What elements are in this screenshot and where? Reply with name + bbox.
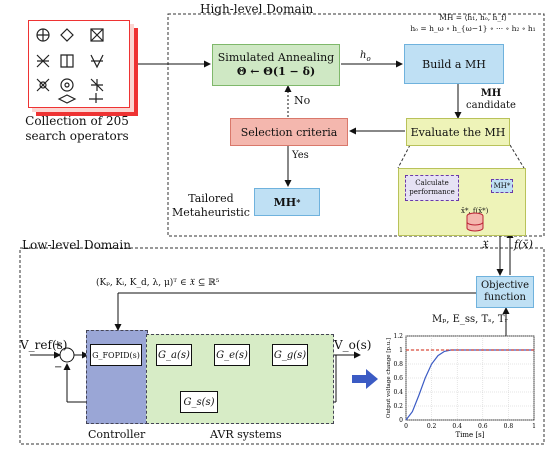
operators-icons <box>36 28 104 104</box>
operators-card-stack <box>28 20 130 108</box>
sa-line1: Simulated Annealing <box>217 51 335 64</box>
candidate-line1: MH <box>480 88 502 99</box>
h-o-letter: h <box>360 50 367 61</box>
y-tick-label: 0.2 <box>393 403 403 410</box>
params-label: (Kₚ, Kᵢ, K_d, λ, μ)ᵀ ∈ 𝔛 ⊆ ℝ⁵ <box>96 278 220 288</box>
x-tick-label: 0 <box>404 423 408 430</box>
objective-function-box: Objective function <box>476 276 534 308</box>
operator-icon <box>60 28 74 42</box>
operator-icon <box>36 54 50 68</box>
high-level-frame <box>167 13 545 237</box>
set-x-label: 𝔛 <box>482 238 489 251</box>
database-icon <box>466 212 484 232</box>
operator-icon <box>90 54 104 69</box>
y-tick-label: 0 <box>399 417 403 424</box>
x-tick-label: 1 <box>532 423 536 430</box>
g-g-block: G_g(s) <box>272 344 308 366</box>
avr-label: AVR systems <box>210 428 282 441</box>
operator-icon <box>60 54 74 68</box>
objective-line2: function <box>484 292 526 303</box>
operators-caption-line1: Collection of 205 <box>25 114 129 128</box>
mh-star-sub: * <box>296 197 301 207</box>
y-tick-label: 0.6 <box>393 375 403 382</box>
low-level-title: Low-level Domain <box>22 238 131 252</box>
mh-star-box: MH* <box>254 188 320 216</box>
y-tick-label: 0.4 <box>393 389 403 396</box>
f-x-label: f(x̄) <box>514 238 533 251</box>
operator-icon <box>60 78 74 92</box>
operator-icon <box>90 78 104 92</box>
plus-sign: + <box>54 340 62 350</box>
operator-icon <box>89 93 103 103</box>
evaluate-zoom-panel: Calculate performance MH* x̄*, f(x̄*) <box>398 168 526 236</box>
mh-star-text: MH <box>273 195 297 209</box>
calc-line2: performance <box>409 188 455 196</box>
operator-icon <box>36 28 50 42</box>
vo-label: V_o(s) <box>334 338 372 352</box>
g-s-block: G_s(s) <box>180 391 218 413</box>
g-a-block: G_a(s) <box>156 344 192 366</box>
mh-formula-line2: hₒ = h_ω ∘ h_{ω−1} ∘ ··· ∘ h₂ ∘ h₁ <box>410 24 536 33</box>
calc-line1: Calculate <box>415 179 449 187</box>
operators-caption: Collection of 205 search operators <box>12 114 142 144</box>
y-tick-label: 1.2 <box>393 333 403 340</box>
tailored-line2: Metaheuristic <box>172 206 250 219</box>
calculate-performance-box: Calculate performance <box>405 175 459 201</box>
x-axis-label: Time [s] <box>456 431 485 439</box>
operator-icon <box>57 94 77 104</box>
g-e-block: G_e(s) <box>214 344 250 366</box>
yes-label: Yes <box>292 150 309 161</box>
y-axis-label: Output voltage change [p.u.] <box>386 338 392 418</box>
y-tick-label: 1 <box>399 347 403 354</box>
selection-criteria-box: Selection criteria <box>230 118 348 146</box>
tailored-metaheuristic-label: Tailored Metaheuristic <box>172 192 250 220</box>
h-o-sub: o <box>366 55 371 63</box>
big-blue-arrow <box>352 369 378 389</box>
xf-label: x̄*, f(x̄*) <box>461 207 489 215</box>
h-o-label: ho <box>360 50 371 63</box>
high-level-title: High-level Domain <box>200 2 314 16</box>
metrics-label: Mₚ, E_ss, Tₛ, Tᵣ <box>432 314 509 325</box>
operator-icon <box>36 78 50 92</box>
low-level-frame <box>19 247 545 445</box>
simulated-annealing-box: Simulated Annealing Θ ← Θ(1 − δ) <box>212 44 340 86</box>
candidate-line2: candidate <box>466 100 516 111</box>
controller-label: Controller <box>88 428 146 441</box>
response-line <box>405 349 534 421</box>
mh-candidate-label: MH candidate <box>466 88 516 112</box>
y-tick-label: 0.8 <box>393 361 403 368</box>
sa-line2: Θ ← Θ(1 − δ) <box>236 65 316 78</box>
x-tick-label: 0.6 <box>478 423 488 430</box>
evaluate-mh-box: Evaluate the MH <box>406 118 510 146</box>
x-tick-label: 0.4 <box>452 423 462 430</box>
vref-label: V_ref(s) <box>20 338 68 352</box>
tailored-line1: Tailored <box>188 192 234 205</box>
mh-formula: MH = ⟨h₁, hₒ, h_f⟩ hₒ = h_ω ∘ h_{ω−1} ∘ … <box>400 12 546 34</box>
operator-icon <box>90 28 104 42</box>
minus-sign: − <box>54 362 63 373</box>
mh-formula-line1: MH = ⟨h₁, hₒ, h_f⟩ <box>439 13 507 22</box>
mh-star-small-box: MH* <box>491 179 513 193</box>
operators-caption-line2: search operators <box>25 129 129 143</box>
build-mh-box: Build a MH <box>404 44 504 84</box>
x-tick-label: 0.8 <box>504 423 514 430</box>
x-tick-label: 0.2 <box>427 423 437 430</box>
g-fopid-block: G_FOPID(s) <box>90 344 142 366</box>
objective-line1: Objective <box>480 280 529 291</box>
no-label: No <box>294 94 311 107</box>
